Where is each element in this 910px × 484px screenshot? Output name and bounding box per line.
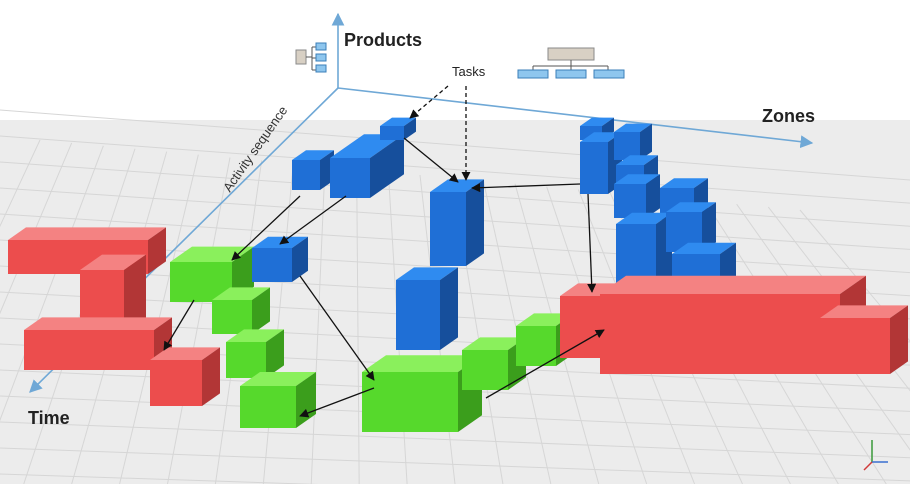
zones-axis bbox=[337, 87, 814, 149]
dependency-arrow bbox=[299, 275, 375, 381]
axis-triad-icon bbox=[863, 440, 888, 471]
dependency-arrow bbox=[471, 183, 581, 193]
zone-block-green bbox=[226, 329, 284, 378]
time-block-red bbox=[820, 305, 908, 374]
schedule-blocks bbox=[8, 117, 908, 432]
dependency-arrow bbox=[409, 85, 449, 119]
time-axis-label: Time bbox=[28, 408, 70, 428]
product-breakdown-icon bbox=[295, 42, 327, 73]
dependency-arrows bbox=[163, 85, 605, 418]
task-block-blue bbox=[396, 267, 458, 350]
dependency-arrow bbox=[163, 299, 195, 351]
task-block-blue bbox=[666, 202, 716, 252]
task-block-blue bbox=[614, 174, 660, 218]
zone-block-green bbox=[362, 355, 482, 432]
time-block-red bbox=[600, 275, 866, 374]
dependency-arrow bbox=[587, 193, 597, 293]
time-block-red bbox=[24, 317, 172, 370]
time-block-red bbox=[150, 347, 220, 406]
dependency-arrow bbox=[231, 195, 301, 261]
task-block-blue bbox=[380, 117, 416, 140]
dependency-arrow bbox=[279, 195, 347, 245]
task-block-blue bbox=[330, 134, 404, 198]
zone-block-green bbox=[212, 287, 270, 334]
products-axis-label: Products bbox=[344, 30, 423, 50]
task-block-blue bbox=[430, 179, 484, 266]
dependency-arrow bbox=[403, 137, 459, 183]
zones-axis-label: Zones bbox=[762, 106, 816, 126]
tasks-callout-label: Tasks bbox=[452, 64, 486, 79]
task-block-blue bbox=[292, 150, 334, 190]
dependency-arrow bbox=[485, 329, 605, 399]
zone-hierarchy-icon bbox=[517, 47, 625, 79]
task-block-blue bbox=[614, 123, 652, 160]
zone-block-green bbox=[240, 372, 316, 428]
dependency-arrow bbox=[299, 387, 375, 418]
